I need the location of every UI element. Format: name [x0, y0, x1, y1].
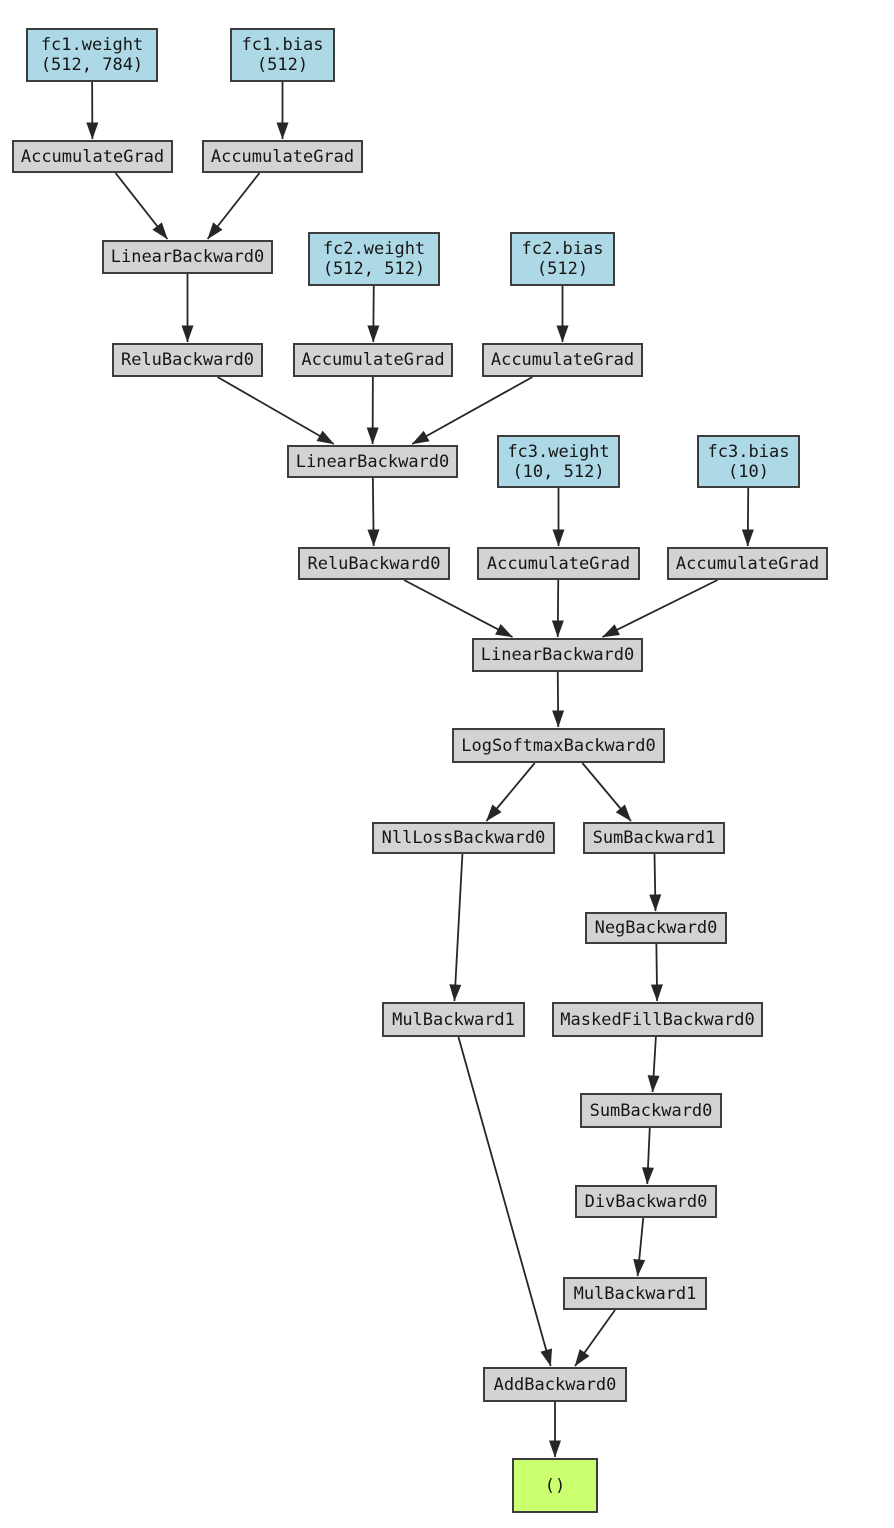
edge-mul2-to-add — [574, 1309, 616, 1367]
node-ag_fc1_weight: AccumulateGrad — [12, 140, 173, 173]
node-label: ReluBackward0 — [120, 350, 255, 370]
node-nllloss: NllLossBackward0 — [372, 822, 555, 854]
node-ag_fc3_weight: AccumulateGrad — [477, 547, 640, 580]
node-label: fc1.weight — [40, 35, 144, 55]
edge-relu1-to-linear2 — [217, 376, 335, 445]
node-maskedfill: MaskedFillBackward0 — [552, 1002, 763, 1037]
node-fc3_weight: fc3.weight(10, 512) — [497, 435, 620, 488]
edge-ag_fc3_weight-to-linear3 — [551, 579, 564, 638]
edge-sum1-to-neg — [649, 853, 662, 912]
node-label: fc2.weight — [322, 239, 426, 259]
edge-ag_fc1_weight-to-linear1 — [114, 172, 169, 240]
node-label: AccumulateGrad — [301, 350, 445, 370]
node-label: fc3.bias — [707, 441, 790, 462]
edge-linear2-to-relu2 — [367, 477, 380, 547]
node-fc2_bias: fc2.bias(512) — [510, 232, 615, 286]
node-label: LinearBackward0 — [480, 645, 635, 665]
edge-logsoftmax-to-sum1 — [581, 762, 632, 822]
node-label: MulBackward1 — [392, 1009, 515, 1030]
node-label: (512, 784) — [40, 55, 144, 75]
edge-sum0-to-div — [641, 1127, 654, 1185]
node-mul2: MulBackward1 — [563, 1277, 707, 1310]
edge-group — [86, 81, 754, 1458]
node-label: SumBackward0 — [589, 1100, 713, 1121]
edge-linear3-to-logsoftmax — [552, 671, 565, 728]
edge-div-to-mul2 — [633, 1217, 646, 1277]
node-relu1: ReluBackward0 — [112, 343, 263, 377]
node-relu2: ReluBackward0 — [298, 547, 450, 580]
node-label: DivBackward0 — [584, 1191, 708, 1212]
node-fc2_weight: fc2.weight(512, 512) — [308, 232, 440, 286]
node-label: MulBackward1 — [573, 1283, 697, 1304]
node-label: AccumulateGrad — [20, 146, 165, 167]
node-label: (512, 512) — [322, 259, 426, 279]
node-sum0: SumBackward0 — [580, 1093, 722, 1128]
node-label: AccumulateGrad — [675, 553, 820, 574]
node-label: (10, 512) — [512, 461, 605, 482]
node-linear2: LinearBackward0 — [287, 445, 458, 478]
edge-nllloss-to-mul1 — [449, 853, 464, 1002]
node-label: LogSoftmaxBackward0 — [461, 735, 656, 756]
node-fc1_weight: fc1.weight(512, 784) — [26, 28, 158, 82]
edge-maskedfill-to-sum0 — [647, 1036, 660, 1093]
node-label: SumBackward1 — [592, 828, 716, 848]
node-label: NegBackward0 — [594, 918, 718, 938]
edge-ag_fc1_bias-to-linear1 — [206, 172, 261, 240]
node-label: () — [544, 1475, 566, 1496]
node-output: () — [512, 1458, 598, 1513]
node-label: AccumulateGrad — [210, 146, 355, 167]
node-label: LinearBackward0 — [110, 247, 265, 267]
node-ag_fc2_weight: AccumulateGrad — [293, 343, 453, 377]
node-fc3_bias: fc3.bias(10) — [697, 435, 800, 488]
node-label: fc3.weight — [507, 441, 610, 462]
node-linear3: LinearBackward0 — [472, 638, 643, 672]
node-label: ReluBackward0 — [307, 553, 441, 574]
edge-ag_fc3_bias-to-linear3 — [602, 579, 718, 638]
node-linear1: LinearBackward0 — [102, 240, 273, 274]
edge-relu2-to-linear3 — [403, 579, 513, 638]
node-ag_fc3_bias: AccumulateGrad — [667, 547, 828, 580]
edge-neg-to-maskedfill — [650, 943, 663, 1002]
edge-fc3_bias-to-ag_fc3_bias — [741, 487, 754, 547]
node-label: MaskedFillBackward0 — [560, 1009, 755, 1030]
node-label: (10) — [728, 461, 769, 482]
edge-ag_fc2_bias-to-linear2 — [411, 376, 533, 445]
node-label: LinearBackward0 — [295, 451, 450, 472]
node-logsoftmax: LogSoftmaxBackward0 — [452, 728, 665, 763]
edge-fc2_weight-to-ag_fc2_weight — [367, 285, 380, 343]
node-div: DivBackward0 — [575, 1185, 717, 1218]
node-label: (512) — [536, 259, 589, 279]
node-label: NllLossBackward0 — [381, 828, 546, 848]
node-label: (512) — [256, 55, 309, 75]
node-label: fc1.bias — [241, 35, 324, 55]
node-ag_fc2_bias: AccumulateGrad — [482, 343, 643, 377]
node-fc1_bias: fc1.bias(512) — [230, 28, 335, 82]
node-label: fc2.bias — [521, 239, 604, 259]
node-label: AddBackward0 — [493, 1374, 617, 1395]
node-add: AddBackward0 — [483, 1367, 627, 1402]
edge-mul1-to-add — [457, 1036, 553, 1367]
node-label: AccumulateGrad — [486, 553, 631, 574]
node-label: AccumulateGrad — [490, 350, 635, 370]
node-sum1: SumBackward1 — [583, 822, 725, 854]
node-mul1: MulBackward1 — [382, 1002, 525, 1037]
node-neg: NegBackward0 — [585, 912, 727, 944]
node-ag_fc1_bias: AccumulateGrad — [202, 140, 363, 173]
edge-logsoftmax-to-nllloss — [485, 762, 536, 822]
